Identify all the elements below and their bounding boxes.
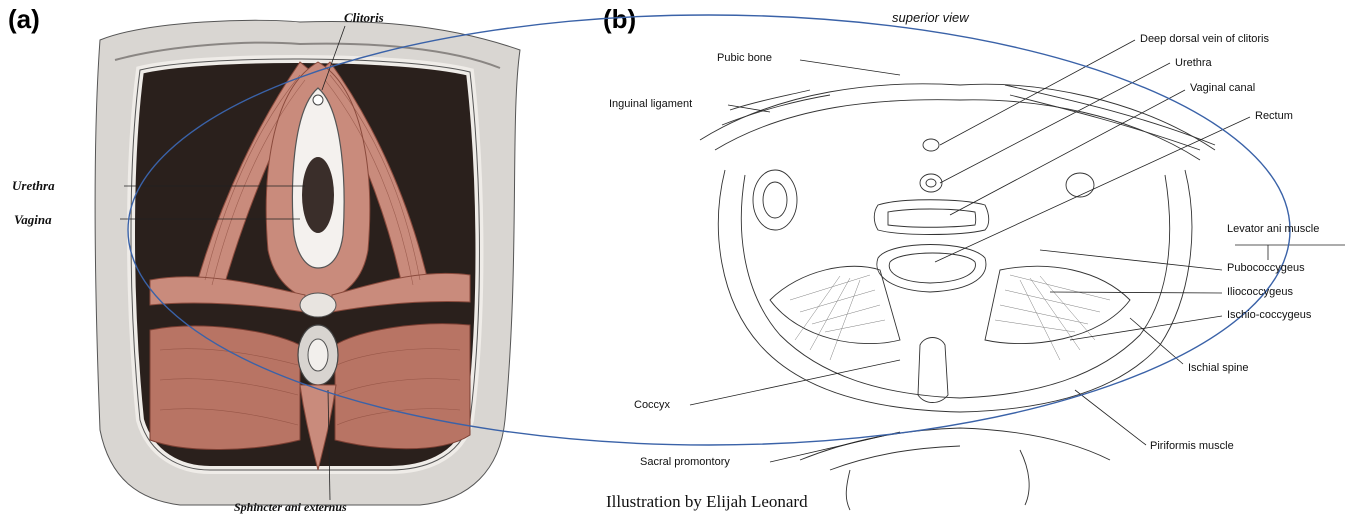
urethra-b bbox=[920, 174, 942, 192]
label-vaginal-canal: Vaginal canal bbox=[1190, 82, 1255, 94]
label-deep-dorsal-vein: Deep dorsal vein of clitoris bbox=[1140, 33, 1269, 45]
left-obturator bbox=[753, 170, 797, 230]
pubic-bone-outline bbox=[700, 84, 1215, 150]
label-ischial-spine: Ischial spine bbox=[1188, 362, 1249, 374]
label-coccyx: Coccyx bbox=[634, 399, 670, 411]
rectum bbox=[877, 245, 986, 293]
right-obturator bbox=[1066, 173, 1094, 197]
label-sacral-promontory: Sacral promontory bbox=[640, 456, 730, 468]
label-pubic-bone: Pubic bone bbox=[717, 52, 772, 64]
label-ischiococcygeus: Ischio-coccygeus bbox=[1227, 309, 1347, 321]
label-urethra-b: Urethra bbox=[1175, 57, 1212, 69]
inguinal-ligament-right bbox=[1010, 95, 1200, 150]
levator-right bbox=[985, 266, 1130, 343]
label-levator-ani: Levator ani muscle bbox=[1227, 223, 1319, 235]
label-piriformis: Piriformis muscle bbox=[1150, 440, 1234, 452]
label-inguinal-ligament: Inguinal ligament bbox=[609, 98, 692, 110]
highlight-ellipse bbox=[128, 15, 1290, 445]
vaginal-canal bbox=[874, 200, 989, 235]
coccyx bbox=[918, 338, 948, 403]
pelvic-wall bbox=[718, 170, 1192, 412]
illustration-credit: Illustration by Elijah Leonard bbox=[606, 492, 808, 512]
label-iliococcygeus: Iliococcygeus bbox=[1227, 286, 1293, 298]
dorsal-vein bbox=[923, 139, 939, 151]
label-pubococcygeus: Pubococcygeus bbox=[1227, 262, 1305, 274]
label-rectum: Rectum bbox=[1255, 110, 1293, 122]
